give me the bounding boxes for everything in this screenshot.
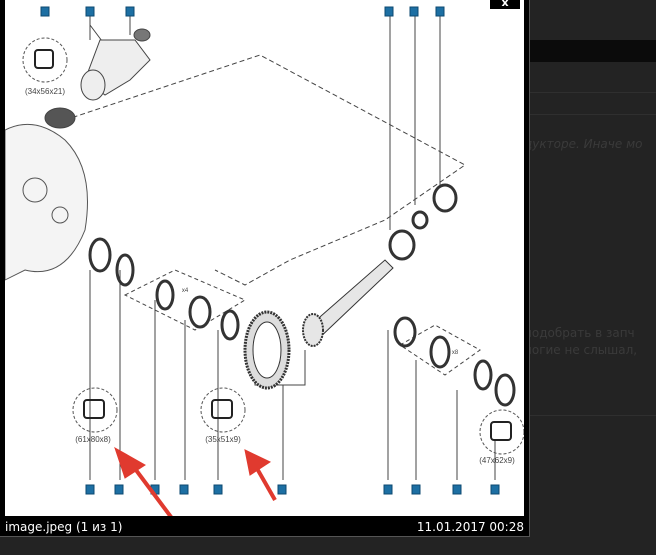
- bearing: [388, 229, 416, 261]
- gearbox-exploded-diagram: (34x56x21) (61x80x8) (35x51x9) (47x62x9)…: [5, 6, 524, 516]
- snap-ring: [429, 335, 451, 369]
- nut: [411, 210, 429, 230]
- post-text: дукторе. Иначе мо: [524, 137, 643, 151]
- assembly-outline: [64, 54, 466, 286]
- divider: [530, 92, 656, 93]
- red-arrow-annotation: [114, 446, 173, 516]
- seal-size-label: (61x80x8): [75, 435, 111, 444]
- group-outline: [399, 324, 481, 376]
- snap-ring: [115, 253, 135, 287]
- divider: [530, 415, 656, 416]
- image-date: 11.01.2017 00:28: [416, 520, 524, 534]
- bearing: [432, 183, 458, 213]
- image-lightbox: (34x56x21) (61x80x8) (35x51x9) (47x62x9)…: [0, 0, 530, 537]
- bearing: [188, 295, 212, 329]
- pinion-shaft: [302, 259, 394, 347]
- group-outline: [123, 269, 247, 331]
- post-text: ногие не слышал,: [524, 343, 638, 357]
- seal-ring: [494, 373, 516, 407]
- post-text: подобрать в запч: [524, 326, 635, 340]
- forum-header-bar: [530, 40, 656, 62]
- ring-gear: [243, 310, 291, 390]
- output-flange: [44, 28, 151, 129]
- seal-size-label: (35x51x9): [205, 435, 241, 444]
- quantity-label: x8: [452, 350, 459, 356]
- image-filename: image.jpeg (1 из 1): [5, 520, 123, 534]
- snap-ring: [473, 359, 493, 391]
- seal-size-label: (47x62x9): [479, 456, 515, 465]
- bearing: [393, 316, 417, 348]
- part-markers: [40, 6, 500, 495]
- seal-size-label: (34x56x21): [25, 87, 65, 96]
- snap-ring: [155, 279, 175, 311]
- close-button[interactable]: x: [490, 0, 520, 9]
- parts-diagram-image: (34x56x21) (61x80x8) (35x51x9) (47x62x9)…: [5, 0, 524, 516]
- seal-ring: [220, 309, 240, 341]
- quantity-label: x4: [182, 288, 189, 294]
- gearbox-housing: [5, 123, 88, 281]
- lightbox-caption: image.jpeg (1 из 1) 11.01.2017 00:28: [5, 518, 524, 536]
- red-arrow-annotation: [244, 449, 277, 501]
- seal-callouts: [22, 37, 524, 455]
- divider: [530, 114, 656, 115]
- seal-ring: [88, 237, 112, 273]
